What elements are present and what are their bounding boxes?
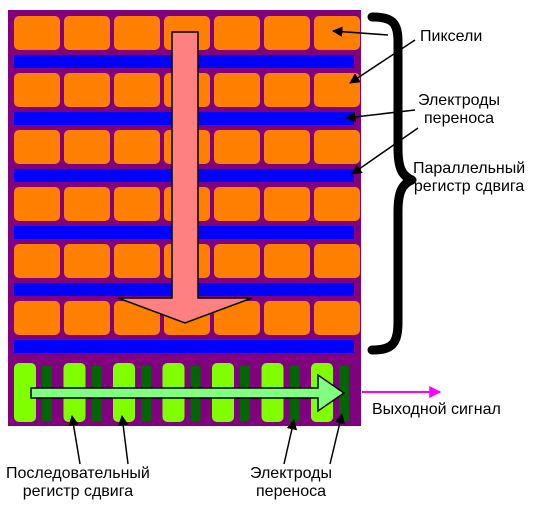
serial-register-pointer — [117, 414, 129, 465]
output-signal-label: Выходной сигнал — [372, 401, 501, 418]
transfer-electrodes-top-label: Электроды переноса — [418, 92, 500, 127]
pixel-cell — [14, 130, 60, 164]
pixel-cell — [214, 73, 260, 107]
serial-register-pointer — [68, 414, 81, 465]
pixel-cell — [214, 244, 260, 278]
pixel-cell — [264, 73, 310, 107]
serial-shift-arrow — [30, 373, 346, 413]
parallel-shift-arrow — [117, 31, 253, 324]
pixel-cell — [64, 130, 110, 164]
pixel-cell — [14, 301, 60, 335]
parallel-register-label: Параллельный регистр сдвига — [413, 160, 526, 195]
serial-electrodes-pointer — [329, 412, 345, 465]
pixel-cell — [264, 130, 310, 164]
pixel-cell — [64, 244, 110, 278]
serial-pixel — [14, 363, 36, 422]
pixel-cell — [264, 244, 310, 278]
pixel-cell — [64, 16, 110, 50]
pixel-cell — [214, 301, 260, 335]
pixel-cell — [314, 187, 360, 221]
parallel-register-brace — [367, 12, 417, 355]
pixel-cell — [14, 16, 60, 50]
pixel-cell — [14, 187, 60, 221]
pixels-label: Пиксели — [420, 28, 483, 45]
transfer-electrode — [14, 340, 354, 353]
pixel-cell — [314, 244, 360, 278]
pixels-pointer — [331, 26, 389, 37]
pixel-cell — [264, 16, 310, 50]
electrodes-pointer — [344, 109, 416, 123]
serial-register-label: Последовательный регистр сдвига — [6, 465, 150, 500]
pixel-cell — [114, 73, 160, 107]
pixel-cell — [64, 187, 110, 221]
electrodes-pointer — [351, 127, 419, 175]
serial-electrodes-pointer — [283, 418, 298, 465]
pixel-cell — [14, 73, 60, 107]
pixel-cell — [214, 187, 260, 221]
pixel-cell — [64, 301, 110, 335]
pixel-cell — [64, 73, 110, 107]
pixel-cell — [264, 187, 310, 221]
pixel-cell — [114, 130, 160, 164]
pixel-cell — [314, 301, 360, 335]
pixel-cell — [114, 187, 160, 221]
pixel-cell — [14, 244, 60, 278]
pixel-cell — [114, 244, 160, 278]
pixels-pointer — [349, 39, 416, 84]
pixel-cell — [264, 301, 310, 335]
transfer-electrodes-bottom-label: Электроды переноса — [250, 465, 332, 500]
pixel-cell — [214, 16, 260, 50]
pixel-cell — [214, 130, 260, 164]
pixel-cell — [314, 130, 360, 164]
pixel-cell — [114, 16, 160, 50]
pixel-cell — [314, 73, 360, 107]
